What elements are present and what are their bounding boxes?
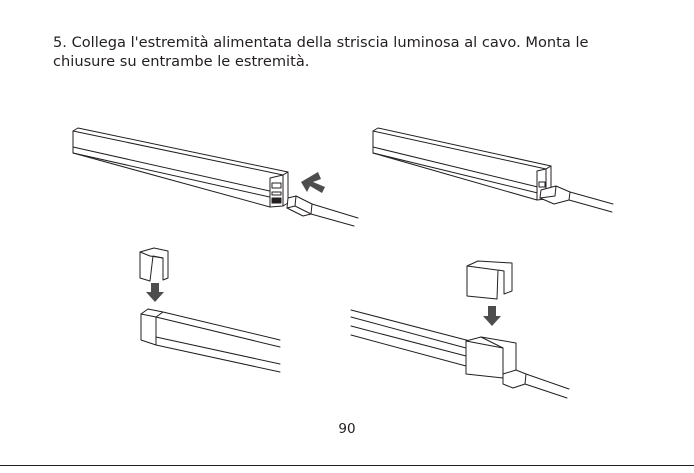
light-strip-capped-end <box>351 310 569 398</box>
power-cable-plug <box>287 196 358 226</box>
down-arrow-icon <box>483 306 501 326</box>
insert-arrow-icon <box>301 172 325 193</box>
down-arrow-icon <box>146 283 164 302</box>
light-strip-open-end <box>73 128 288 207</box>
end-cap <box>140 248 168 281</box>
page-bottom-rule <box>0 465 694 466</box>
page-number: 90 <box>0 421 694 437</box>
light-strip-plain-end <box>141 309 280 372</box>
light-strip-connected <box>373 128 613 212</box>
end-cap-cable <box>467 261 512 299</box>
